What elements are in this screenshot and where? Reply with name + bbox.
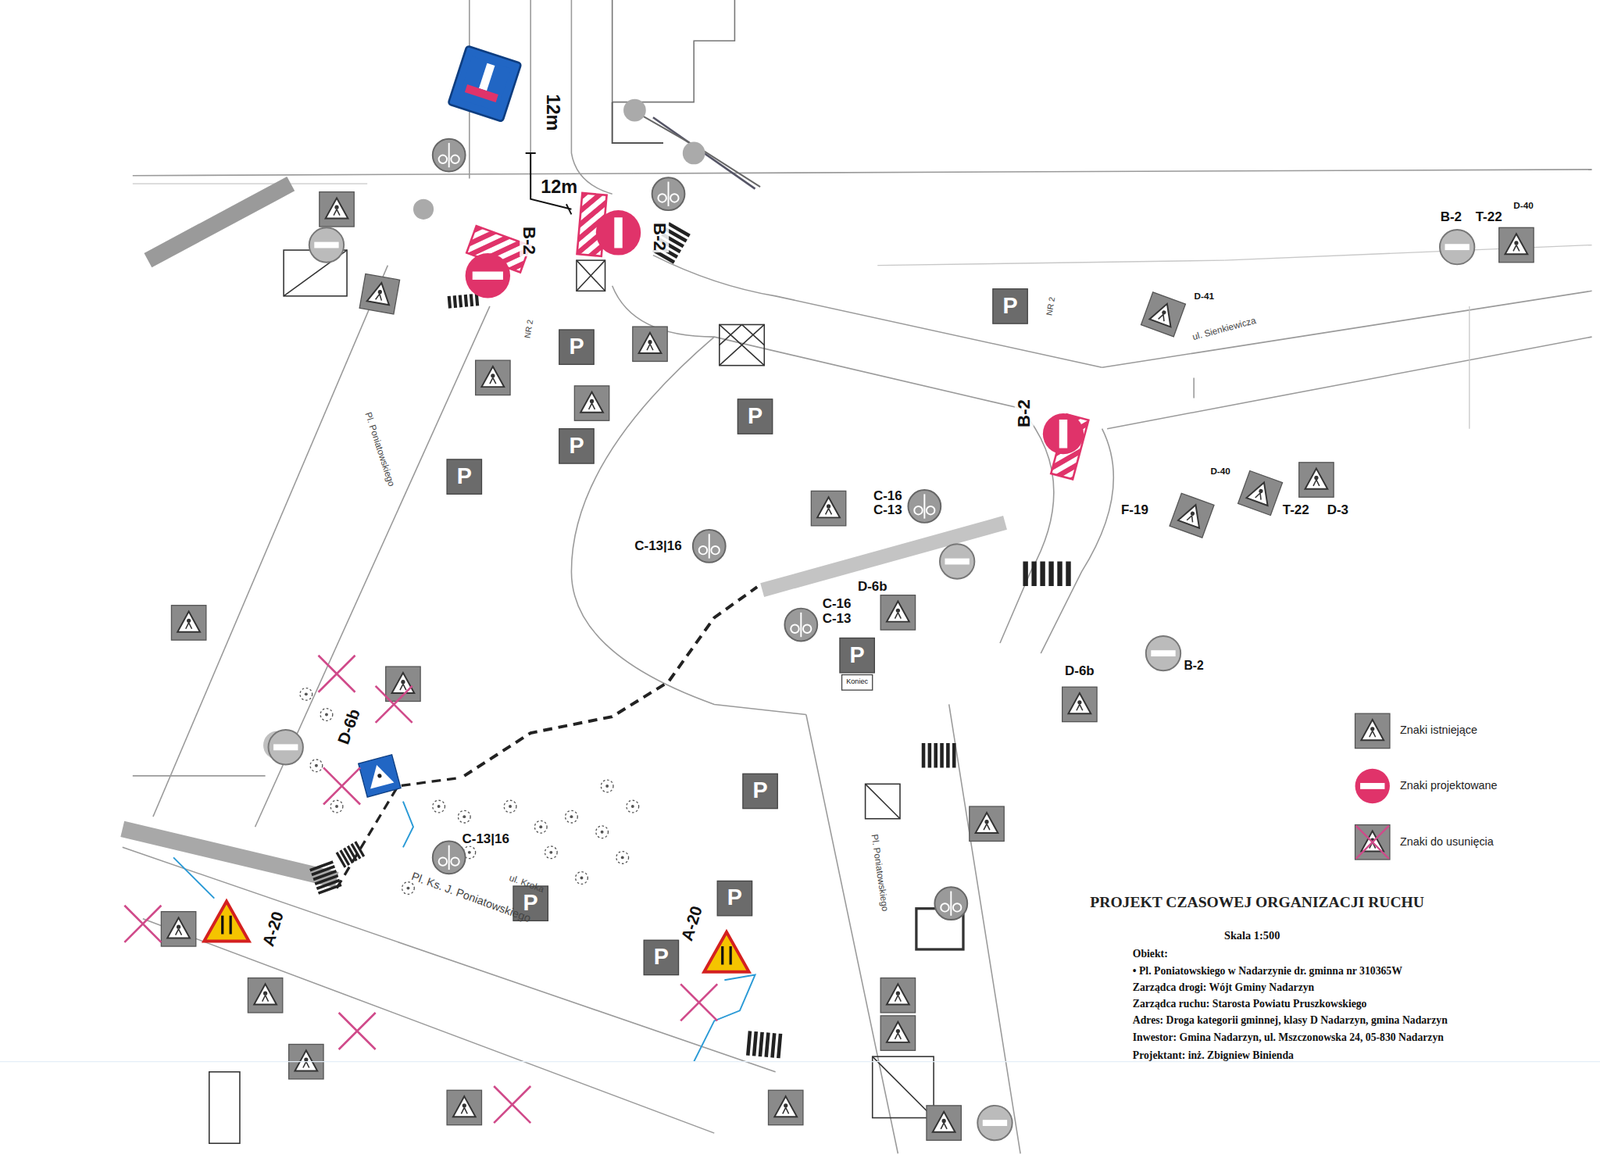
parking-sign-letter: P [653,944,669,970]
street-name: ul. Sienkiewicza [1191,315,1258,343]
sign-code: A-20 [258,907,288,950]
sign-code: F-19 [1119,503,1150,518]
sign-code: C-16 [871,488,904,504]
sign-code: B-2 [518,225,538,257]
parking-sign-letter: P [850,642,865,668]
title-block-text: Adres: Droga kategorii gminnej, klasy D … [1132,1014,1448,1027]
sign-code: D-6b [1063,664,1097,679]
sign-plate-text: Koniec [846,677,868,686]
sign-code: A-20 [677,902,707,945]
legend-text: Znaki do usunięcia [1400,835,1494,849]
parking-sign-letter: P [1002,293,1018,319]
dimension-label: 12m [539,177,579,198]
title-block-text: • Pl. Poniatowskiego w Nadarzynie dr. gm… [1132,965,1403,978]
title-block-text: Zarządca drogi: Wójt Gminy Nadarzyn [1132,982,1315,994]
parking-sign-letter: P [727,885,743,911]
sign-code: C-13|16 [632,538,683,554]
sign-code: T-22 [1281,503,1311,518]
parking-sign-letter: P [523,890,539,916]
parking-sign-letter: P [747,403,763,429]
sign-code: D-3 [1325,503,1350,518]
sign-code: B-2 [1014,397,1034,429]
street-name: Pl. Poniatowskiego [362,410,397,487]
sign-code: C-13 [821,610,854,626]
sign-code: B-2 [650,221,669,253]
parking-sign-letter: P [568,334,584,360]
street-name: NR 2 [522,318,535,339]
parking-sign-letter: P [752,778,768,804]
sign-code: C-13 [871,503,904,518]
title-block-text: Skala 1:500 [1224,929,1280,943]
sign-code: D-40 [1511,200,1535,211]
sign-code: D-6b [333,704,365,748]
sign-code: B-2 [1182,658,1206,672]
sign-code: C-16 [821,596,854,612]
title-block-text: Projektant: inż. Zbigniew Binienda [1132,1049,1294,1061]
sign-code: D-40 [1208,466,1232,477]
street-name: Pl. Poniatowskiego [869,833,891,912]
parking-sign-letter: P [457,464,472,490]
legend-text: Znaki istniejące [1400,724,1478,737]
title-block-text: Obiekt: [1132,948,1168,961]
sign-code: D-41 [1192,290,1215,301]
title-block-text: Inwestor: Gmina Nadarzyn, ul. Mszczonows… [1132,1032,1444,1044]
sign-code: D-6b [856,579,890,595]
plan-title: PROJEKT CZASOWEJ ORGANIZACJI RUCHU [1089,893,1425,911]
title-block-text: Zarządca ruchu: Starosta Powiatu Pruszko… [1132,998,1368,1011]
parking-sign-letter: P [568,433,584,459]
street-name: NR 2 [1045,296,1058,316]
legend-text: Znaki projektowane [1400,779,1498,793]
sign-code: B-2 [1439,210,1464,225]
sign-code: C-13|16 [460,831,511,847]
dimension-label: 12m [542,92,563,133]
sign-code: T-22 [1474,210,1504,225]
